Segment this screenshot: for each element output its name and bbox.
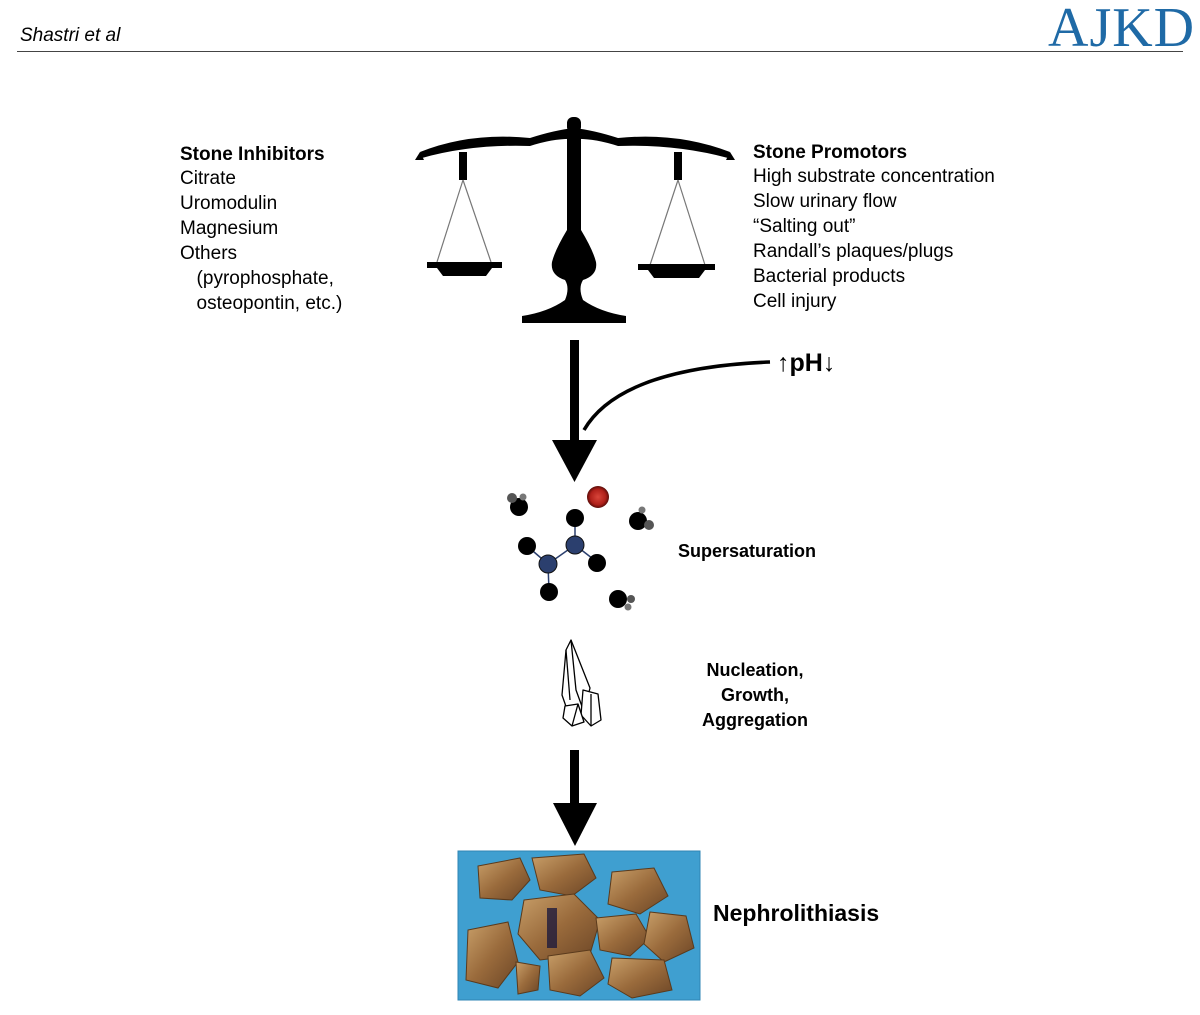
list-item: Slow urinary flow [753, 191, 897, 212]
list-item: Citrate [180, 168, 236, 189]
aggregation-line: Aggregation [702, 710, 808, 730]
list-item: Randall’s plaques/plugs [753, 241, 954, 262]
stone-inhibitors-panel: Stone Inhibitors Citrate Uromodulin Magn… [180, 144, 342, 316]
ph-curved-arrow [582, 360, 771, 431]
crystal-icon [561, 639, 602, 727]
list-item: High substrate concentration [753, 166, 995, 187]
stone-promotors-list: High substrate concentration Slow urinar… [753, 164, 995, 314]
list-item: Bacterial products [753, 266, 906, 287]
stone-inhibitors-title: Stone Inhibitors [180, 144, 325, 165]
nucleation-growth-aggregation-label: Nucleation, Growth, Aggregation [690, 658, 820, 733]
down-arrow-2 [553, 750, 597, 846]
supersaturation-label: Supersaturation [678, 541, 817, 561]
stone-promotors-title: Stone Promotors [753, 142, 908, 163]
molecules-icon [507, 486, 654, 611]
list-item: Magnesium [180, 218, 279, 239]
stone-promotors-panel: Stone Promotors High substrate concentra… [753, 142, 995, 314]
author-header: Shastri et al [20, 25, 121, 46]
kidney-stones-photo [457, 850, 701, 1001]
header-divider [17, 51, 1183, 52]
ph-label: ↑pH↓ [777, 349, 836, 377]
list-item: Cell injury [753, 291, 837, 312]
list-item: Others [180, 243, 238, 264]
list-item: Uromodulin [180, 193, 278, 214]
nucleation-line: Nucleation, [706, 660, 804, 680]
nephrolithiasis-label: Nephrolithiasis [713, 900, 880, 926]
growth-line: Growth, [721, 685, 789, 705]
list-item: osteopontin, etc.) [186, 293, 343, 314]
stone-inhibitors-list: Citrate Uromodulin Magnesium Others (pyr… [180, 166, 342, 316]
balance-scale-icon [415, 117, 735, 323]
journal-logo: AJKD [1048, 0, 1196, 59]
list-item: “Salting out” [753, 216, 856, 237]
down-arrow-1 [552, 340, 597, 482]
list-item: (pyrophosphate, [186, 268, 334, 289]
